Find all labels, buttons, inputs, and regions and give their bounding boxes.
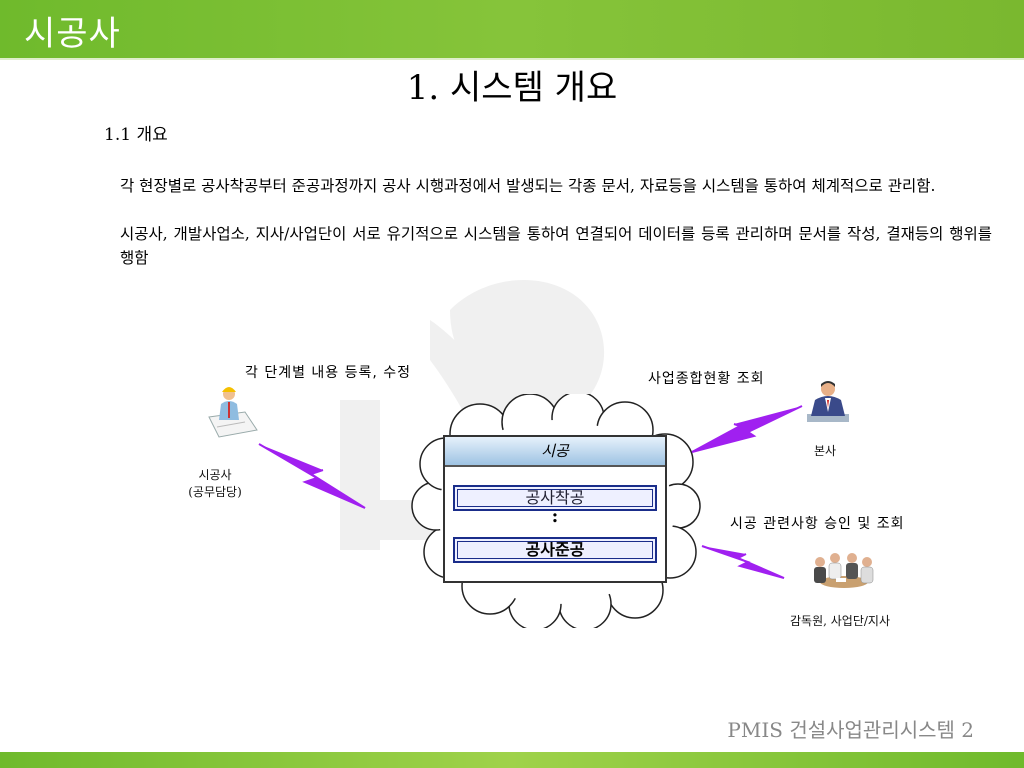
lightning-bolt-icon bbox=[258, 443, 366, 509]
header-divider bbox=[0, 58, 1024, 60]
top-right-action-label: 사업종합현황 조회 bbox=[648, 371, 765, 387]
lightning-bolt-icon bbox=[691, 405, 803, 453]
meeting-group-icon bbox=[814, 553, 874, 588]
left-actor-name: 시공사 bbox=[198, 468, 232, 482]
stage-ellipsis: : bbox=[551, 506, 559, 527]
section-heading: 1.1 개요 bbox=[104, 125, 168, 145]
page-title: 1. 시스템 개요 bbox=[406, 68, 618, 108]
top-right-actor-label: 본사 bbox=[813, 444, 837, 458]
box-title: 시공 bbox=[445, 437, 665, 467]
stage-end-button[interactable]: 공사준공 bbox=[453, 537, 657, 563]
footer-bar bbox=[0, 752, 1024, 768]
overview-paragraph-1: 각 현장별로 공사착공부터 준공과정까지 공사 시행과정에서 발생되는 각종 문… bbox=[120, 177, 936, 195]
engineer-at-desk-icon bbox=[208, 387, 258, 438]
businessman-icon bbox=[807, 381, 849, 422]
header-bar bbox=[0, 0, 1024, 58]
bottom-right-action-label: 시공 관련사항 승인 및 조회 bbox=[730, 516, 905, 532]
system-box: 시공 공사착공 : 공사준공 bbox=[443, 435, 667, 583]
stage-start-button[interactable]: 공사착공 bbox=[453, 485, 657, 511]
left-actor-label: 시공사 (공무담당) bbox=[170, 466, 260, 500]
bottom-right-actor-label: 감독원, 사업단/지사 bbox=[790, 614, 890, 628]
footer-text: PMIS 건설사업관리시스템 2 bbox=[727, 718, 974, 742]
header-title: 시공사 bbox=[24, 14, 121, 54]
left-action-label: 각 단계별 내용 등록, 수정 bbox=[245, 365, 412, 381]
left-actor-role: (공무담당) bbox=[188, 485, 242, 499]
lightning-bolt-icon bbox=[701, 545, 785, 579]
overview-paragraph-2: 시공사, 개발사업소, 지사/사업단이 서로 유기적으로 시스템을 통하여 연결… bbox=[120, 225, 992, 267]
